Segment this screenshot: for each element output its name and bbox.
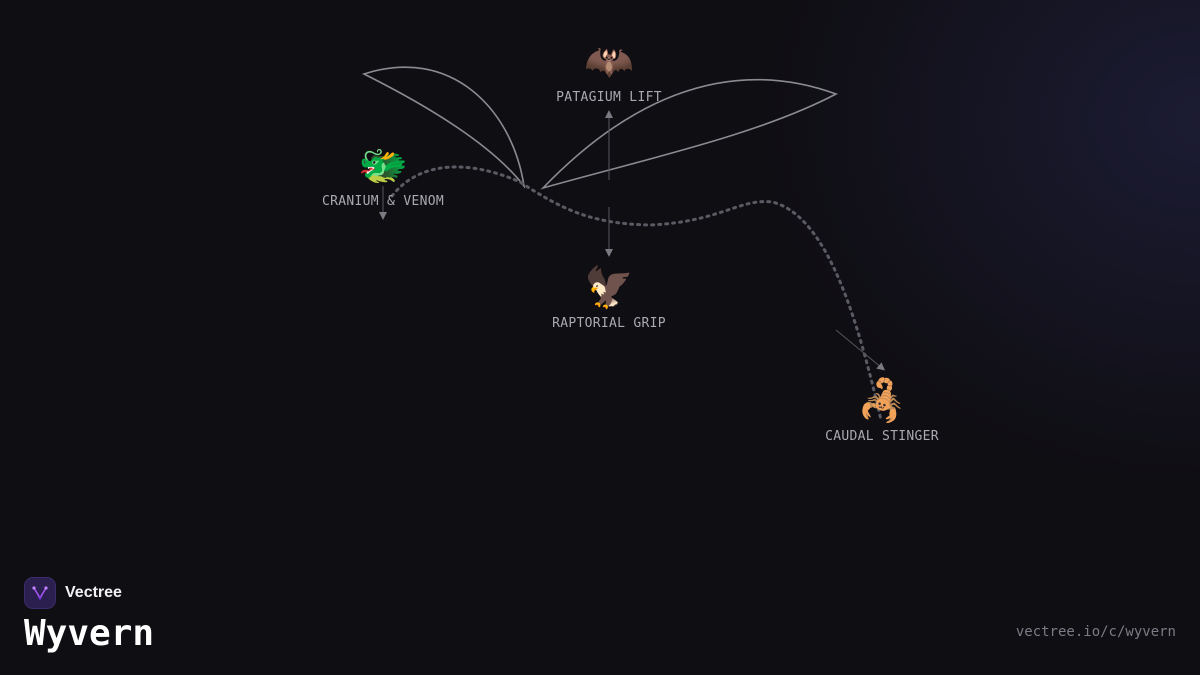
node-caudal-stinger[interactable]: 🦂 CAUDAL STINGER <box>782 377 982 444</box>
node-patagium-lift[interactable]: 🦇 PATAGIUM LIFT <box>509 38 709 105</box>
brand-row: Vectree <box>24 577 154 609</box>
left-wing-outline <box>361 66 526 189</box>
node-label: CRANIUM & VENOM <box>322 194 444 209</box>
brand-name[interactable]: Vectree <box>65 584 122 601</box>
node-label: RAPTORIAL GRIP <box>552 316 666 331</box>
node-raptorial-grip[interactable]: 🦅 RAPTORIAL GRIP <box>509 264 709 331</box>
footer-url[interactable]: vectree.io/c/wyvern <box>1015 624 1176 640</box>
bat-icon: 🦇 <box>584 39 634 84</box>
page-title: Wyvern <box>24 613 155 654</box>
brand-block: Vectree Wyvern <box>24 577 154 655</box>
scorpion-icon: 🦂 <box>857 378 907 423</box>
right-wing-outline <box>540 79 838 190</box>
body-spine-dotted <box>390 165 883 422</box>
connector-caudal-arrow <box>835 329 886 371</box>
node-label: CAUDAL STINGER <box>825 429 939 444</box>
vectree-logo-icon[interactable] <box>24 577 56 609</box>
node-label: PATAGIUM LIFT <box>556 90 662 105</box>
dragon-icon: 🐲 <box>358 143 408 188</box>
node-cranium-venom[interactable]: 🐲 CRANIUM & VENOM <box>283 142 483 209</box>
eagle-icon: 🦅 <box>584 265 634 310</box>
